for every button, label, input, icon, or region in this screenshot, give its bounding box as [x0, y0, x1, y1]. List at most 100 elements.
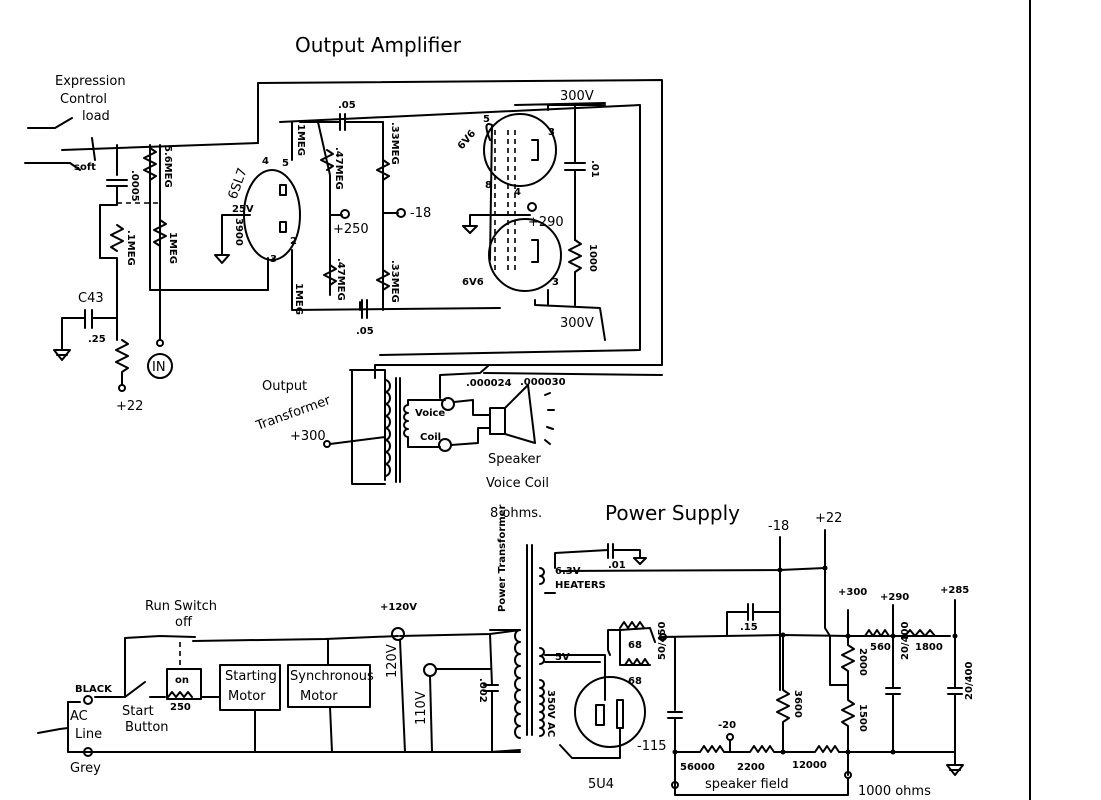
tube-5u4 [574, 676, 646, 748]
res-1800-label: 1800 [915, 642, 943, 653]
output-transformer-label-1: Output [262, 379, 307, 394]
pin-3: 3 [270, 254, 277, 265]
resistor-5.6meg [143, 147, 157, 181]
res-47meg-bottom-label: .47MEG [335, 258, 346, 301]
terminal-plus290 [527, 202, 537, 212]
capacitor-c43 [61, 309, 118, 351]
run-switch-label: Run Switch [145, 599, 217, 614]
resistors-560-1800 [864, 629, 936, 637]
res-1meg-top-label: 1MEG [295, 124, 306, 156]
voice-coil-label: Voice Coil [486, 476, 549, 491]
cap-05-bottom-label: .05 [356, 326, 374, 337]
capacitor-15 [726, 603, 781, 636]
grey-label: Grey [70, 761, 101, 776]
secondary-windings [539, 567, 545, 737]
rectifier-elements [559, 699, 624, 759]
resistor-1000 [568, 239, 582, 276]
field-terminal-2 [844, 771, 852, 779]
pin-3-top: 3 [548, 127, 555, 138]
voice-coil-label-2: Coil [420, 432, 441, 443]
run-switch-box[interactable] [166, 668, 202, 700]
tube-6v6-top [483, 113, 557, 187]
pin-3-bottom: 3 [552, 277, 559, 288]
terminal-110v [423, 663, 437, 677]
pin-5-6v6: 5 [483, 114, 490, 125]
speaker-wires [439, 365, 663, 446]
cap-20-400a-label: 20/400 [900, 622, 911, 660]
resistors-2000-1500 [841, 609, 855, 776]
sound-waves-icon [544, 392, 555, 445]
pin-25v-label: 25V [232, 204, 254, 215]
cap-05-top-label: .05 [338, 100, 356, 111]
black-terminal [83, 695, 93, 705]
res-1meg-bottom-label: 1MEG [293, 283, 304, 315]
resistors-68 [619, 621, 650, 666]
speaker-icon [504, 384, 536, 444]
tube-6v6-bottom [488, 218, 562, 292]
control-label: Control [60, 92, 107, 107]
rectifier-wires [544, 627, 656, 701]
v300-top-label: 300V [560, 89, 594, 104]
load-label: load [82, 109, 110, 124]
voice-coil-terminal-1 [441, 397, 455, 411]
capacitor-05-bottom [359, 299, 368, 319]
minus18-label: -18 [768, 519, 789, 534]
power-supply-section: Power Supply Power Transformer 6.3V HEAT… [489, 501, 975, 799]
heaters-label: HEATERS [555, 580, 606, 591]
res-560-label: 560 [870, 642, 891, 653]
speaker-field-divider [674, 739, 956, 753]
mains-section: Run Switch off BLACK AC Line Grey Start … [37, 599, 521, 776]
output-transformer-label-2: Transformer [253, 393, 333, 434]
cap-50-450-label: 50/450 [657, 622, 668, 660]
res-5.6meg-label: 5.6MEG [162, 145, 173, 188]
res-33meg-top-label: .33MEG [389, 122, 400, 165]
terminal-plus22 [118, 384, 126, 392]
res-2200-label: 2200 [737, 762, 765, 773]
pin-4: 4 [262, 156, 269, 167]
motor-wires [254, 639, 333, 753]
tube-6v6-bottom-label: 6V6 [462, 277, 484, 288]
hv-label: 350V AC [545, 690, 556, 737]
res-2000-label: 2000 [857, 648, 868, 676]
mains-wires [67, 629, 521, 753]
power-supply-title: Power Supply [605, 501, 740, 525]
cap-20-400b-label: 20/400 [964, 662, 975, 700]
input-network-wires [99, 144, 269, 341]
secondary-coil [403, 399, 446, 448]
input-terminal[interactable] [156, 339, 164, 347]
res-33meg-bottom-label: .33MEG [389, 260, 400, 303]
tube-6v6-top-label: 6V6 [456, 128, 478, 152]
plus250-label: +250 [333, 222, 369, 237]
cap-01-label: .01 [589, 160, 600, 178]
grid-resistor-column-2 [382, 121, 399, 311]
plus120v-label: +120V [380, 602, 417, 613]
terminal-120v [391, 627, 405, 641]
cap-0005-label: .0005 [129, 170, 140, 202]
b-plus-line [659, 634, 951, 756]
resistor-bias [115, 339, 129, 386]
resistor-0.33meg-top [376, 159, 390, 181]
cathode-ground [214, 214, 251, 264]
voice-coil-label-1: Voice [415, 408, 445, 419]
tube-grids [494, 130, 516, 270]
primary-coil [384, 379, 391, 477]
resistor-0.1meg [110, 224, 124, 252]
plus300-label: +300 [290, 429, 326, 444]
junction-dots [672, 565, 958, 755]
res-56000-label: 56000 [680, 762, 715, 773]
plate-wires [291, 121, 501, 311]
pin-5: 5 [282, 158, 289, 169]
ground-icon [53, 349, 71, 361]
tube-5u4-label: 5U4 [588, 777, 614, 792]
cap-15-label: .15 [740, 622, 758, 633]
input-badge [147, 353, 173, 379]
v120-label: 120V [385, 644, 400, 678]
bias-wire [824, 529, 849, 686]
cap-a-label: .000024 [466, 378, 512, 389]
res-1500-label: 1500 [857, 704, 868, 732]
res-68b-label: 68 [628, 676, 642, 687]
off-label: off [175, 615, 193, 630]
plus22-label: +22 [815, 511, 842, 526]
input-label: IN [152, 360, 166, 375]
minus20-label: -20 [718, 720, 736, 731]
